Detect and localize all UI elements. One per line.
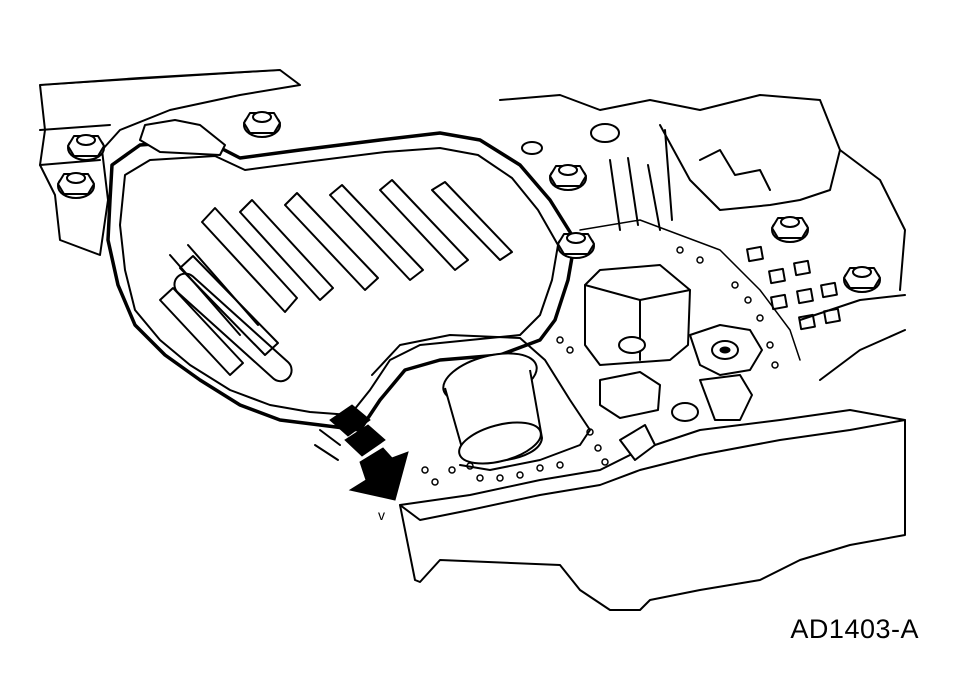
bolts	[57, 111, 881, 293]
removal-direction-arrow	[314, 404, 409, 501]
valve-holes	[421, 246, 779, 486]
filter-pickup-neck	[371, 334, 591, 471]
bolt-7	[843, 266, 881, 293]
figure-small-mark: v	[378, 507, 385, 523]
bolt-1	[67, 134, 105, 161]
bolt-2	[57, 172, 95, 199]
filter-top-tab	[139, 119, 226, 156]
oil-filter-body	[106, 119, 591, 471]
valve-body-components	[421, 123, 841, 486]
figure-id-label: AD1403-A	[790, 614, 919, 644]
bolt-6	[771, 216, 809, 243]
valve-ports	[746, 245, 841, 331]
case-lower-housing	[399, 409, 906, 611]
filter-ribs	[159, 179, 513, 383]
solenoid-block	[584, 264, 691, 366]
bolt-4	[549, 164, 587, 191]
bolt-3	[243, 111, 281, 138]
bolt-5	[557, 232, 595, 259]
